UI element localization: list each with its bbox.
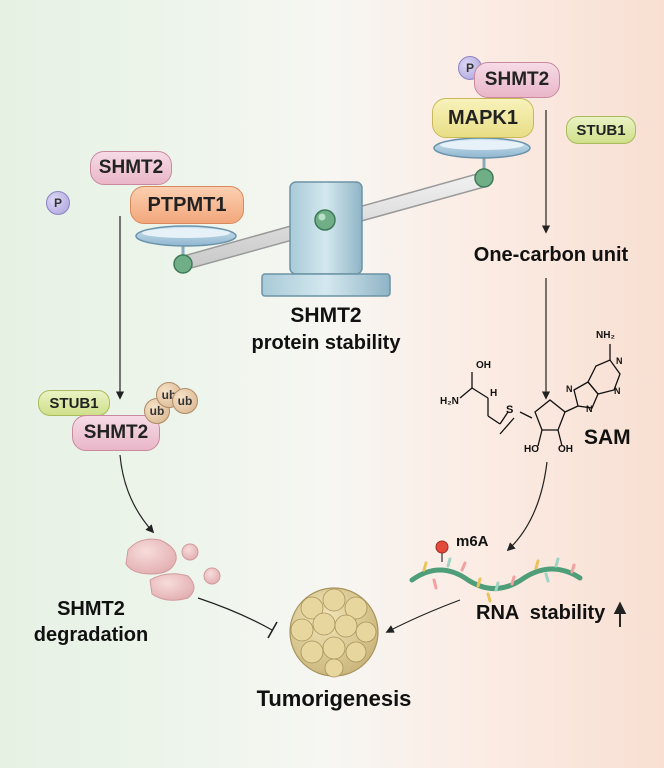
sam-n-atom-3: N: [614, 386, 621, 396]
sam-chemical-structure: [459, 344, 621, 447]
balance-pivot: [314, 209, 336, 231]
m6a-label: m6A: [456, 533, 489, 550]
arrow-rna-to-tumor: [385, 599, 461, 633]
sam-n-atom-4: N: [616, 356, 623, 366]
right-pan-joint: [474, 168, 494, 188]
sam-n-atom-2: N: [586, 404, 593, 414]
m6a-marker: [435, 540, 449, 554]
left-pan-joint: [173, 254, 193, 274]
sam-ho-label: HO: [524, 444, 539, 455]
degradation-label-line2: degradation: [33, 624, 149, 646]
center-subtitle: protein stability: [251, 332, 401, 354]
ubiquitin-tag-3: ub: [172, 388, 198, 414]
balance-scale: [135, 137, 531, 297]
one-carbon-unit-label: One-carbon unit: [473, 244, 629, 266]
center-title: SHMT2: [290, 304, 362, 327]
left-shmt2-box: SHMT2: [90, 151, 172, 185]
ubiquitinated-shmt2-box: SHMT2: [72, 415, 160, 451]
sam-h-label: H: [490, 388, 498, 399]
right-shmt2-box: SHMT2: [474, 62, 560, 98]
left-stub1-box: STUB1: [38, 390, 110, 416]
arrow-shmt2-to-degradation: [119, 454, 155, 534]
inhibit-degradation-to-tumor: [197, 597, 273, 631]
sam-sulfonium-label: S: [506, 404, 514, 416]
left-phosphate-icon: P: [46, 191, 70, 215]
tumor-cell-cluster: [289, 587, 379, 678]
rna-stability-label: RNA stability: [476, 602, 606, 624]
sam-label: SAM: [584, 426, 631, 449]
sam-cooh-label: OH: [476, 360, 491, 371]
degraded-protein-fragments: [125, 538, 221, 601]
sam-oh-label: OH: [558, 444, 573, 455]
sam-n-atom-1: N: [566, 384, 573, 394]
degradation-label-line1: SHMT2: [57, 598, 125, 620]
ubiquitin-tag-1: ub: [144, 398, 170, 424]
rna-strand: [409, 540, 583, 603]
sam-h2n-label: H₂N: [440, 396, 459, 407]
right-stub1-box: STUB1: [566, 116, 636, 144]
ptpmt1-box: PTPMT1: [130, 186, 244, 224]
balance-stand-base: [261, 273, 391, 297]
mapk1-box: MAPK1: [432, 98, 534, 138]
arrow-sam-to-m6a: [506, 461, 548, 552]
sam-nh2-label: NH₂: [596, 330, 615, 341]
tumorigenesis-label: Tumorigenesis: [256, 686, 412, 711]
